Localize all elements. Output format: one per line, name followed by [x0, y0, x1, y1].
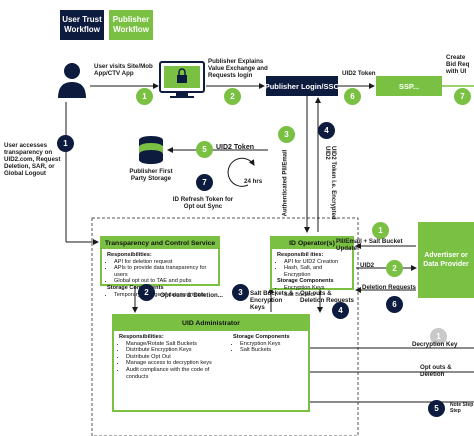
- refresh-token-label: ID Refresh Token for Opt out Sync: [172, 196, 234, 210]
- uid2-flow-label: UID2: [360, 262, 375, 269]
- decryption-key-label: Decryption Key: [412, 341, 458, 348]
- step-5-note: 5: [428, 400, 445, 417]
- step-4-vertical: 4: [318, 122, 335, 139]
- optouts-deletion-right-label: Opt outs & Deletion: [420, 364, 452, 378]
- legend-publisher-label: Publisher Workflow: [112, 15, 150, 34]
- step-6-top: 6: [344, 88, 361, 105]
- uid2-token-top-label: UID2 Token: [342, 70, 376, 77]
- transparency-resp-head: Responsibilities:: [107, 252, 152, 258]
- list-item: Salt Buckets: [284, 292, 347, 299]
- note-label: Note Step Step: [450, 402, 474, 414]
- step-1-advertiser: 1: [372, 222, 389, 239]
- list-item: APIs to provide data transparency for us…: [114, 265, 213, 278]
- list-item: Global opt out to TAE and pubs: [114, 278, 213, 285]
- publisher-login-node: Publisher Login/SSO: [266, 76, 338, 96]
- storage-label: Publisher First Party Storage: [129, 168, 173, 182]
- admin-resp-col: Responsibilities: Manage/Rotate Salt Buc…: [119, 334, 227, 380]
- step-3-vertical: 3: [278, 126, 295, 143]
- list-item: Manage access to decryption keys: [126, 360, 227, 367]
- publisher-login-label: Publisher Login/SSO: [266, 81, 338, 91]
- advertiser-node: Advertiser or Data Provider: [418, 222, 474, 298]
- monitor-lock-icon: [159, 61, 205, 98]
- admin-body: Responsibilities: Manage/Rotate Salt Buc…: [114, 331, 308, 383]
- step-1-user: 1: [57, 135, 74, 152]
- admin-resp-head: Responsibilities:: [119, 334, 164, 340]
- transparency-resp-list: API for deletion request APIs to provide…: [107, 259, 213, 285]
- optouts-deletion-label: Opt outs & Deletion...: [160, 292, 223, 299]
- transparency-storage-list: Temporary storage of data segments: [107, 292, 213, 299]
- operator-title: ID Operator(s): [272, 238, 352, 249]
- transparency-service-box: Transparency and Control Service Respons…: [100, 236, 220, 298]
- step-7-top: 7: [454, 88, 471, 105]
- list-item: API for deletion request: [114, 259, 213, 266]
- ssp-label: SSP...: [398, 81, 420, 91]
- transparency-body: Responsibilities: API for deletion reque…: [102, 249, 218, 301]
- operator-body: Responsibil ities: API for UID2 Creation…: [272, 249, 352, 301]
- list-item: Temporary storage of data segments: [114, 292, 213, 299]
- deletion-requests-label: Deletion Requests: [362, 284, 416, 291]
- step-1-top: 1: [136, 88, 153, 105]
- operator-resp-list: API for UID2 Creation Hash, Salt, and En…: [277, 259, 347, 279]
- uid-administrator-box: UID Administrator Responsibilities: Mana…: [112, 314, 310, 412]
- step-6-advertiser: 6: [386, 296, 403, 313]
- step-3-admin-flow: 3: [232, 284, 249, 301]
- list-item: Manage/Rotate Salt Buckets: [126, 341, 227, 348]
- step-4-admin-flow: 4: [332, 302, 349, 319]
- id-operator-box: ID Operator(s) Responsibil ities: API fo…: [270, 236, 354, 298]
- list-item: Distribute Encryption Keys: [126, 347, 227, 354]
- step-2-top: 2: [224, 88, 241, 105]
- list-item: Distribute Opt Out: [126, 354, 227, 361]
- operator-resp-head: Responsibil ities:: [277, 252, 324, 258]
- storage-uid2-token-label: UID2 Token: [216, 144, 254, 151]
- transparency-title: Transparency and Control Service: [102, 238, 218, 249]
- user-access-label: User accesses transparency on UID2.com, …: [4, 142, 61, 177]
- step-5-storage: 5: [196, 141, 213, 158]
- operator-storage-list: Encryption Keys Salt Buckets: [277, 285, 347, 298]
- transparency-storage-head: Storage Components: [107, 284, 164, 291]
- optouts-deletion-req-label: Opt outs & Deletion Requests: [300, 290, 354, 304]
- uid2-encrypted-label: UID2 Token i.e. Encrypted UID2: [324, 146, 336, 220]
- step-2-advertiser: 2: [386, 260, 403, 277]
- authenticated-label: Authenticated PII/Email: [282, 149, 289, 217]
- admin-storage-head: Storage Components: [233, 334, 290, 340]
- pii-email-label: PII/Email + Salt Bucket Update: [336, 238, 403, 252]
- user-icon: [58, 63, 86, 98]
- publisher-explains-label: Publisher Explains Value Exchange and Re…: [208, 58, 268, 79]
- operator-storage-head: Storage Components: [277, 278, 334, 285]
- admin-storage-col: Storage Components Encryption Keys Salt …: [233, 334, 303, 380]
- admin-storage-list: Encryption Keys Salt Buckets: [233, 341, 303, 354]
- system-boundary: [91, 217, 359, 436]
- user-visits-label: User visits Site/Mob App/CTV App: [94, 63, 153, 77]
- list-item: Audit compliance with the code of conduc…: [126, 367, 227, 380]
- salt-buckets-label: Salt Buckets & Encryption Keys: [250, 290, 294, 311]
- storage-database-icon: [139, 136, 163, 164]
- creates-bid-label: Create Bid Req with UI: [446, 54, 470, 75]
- list-item: Salt Buckets: [240, 347, 303, 354]
- legend-user-trust-label: User Trust Workflow: [62, 15, 102, 34]
- step-7-storage: 7: [196, 174, 213, 191]
- legend-publisher: Publisher Workflow: [109, 10, 153, 40]
- admin-title: UID Administrator: [114, 316, 308, 331]
- list-item: Encryption Keys: [240, 341, 303, 348]
- hrs-label: 24 hrs: [244, 178, 263, 185]
- advertiser-label: Advertiser or Data Provider: [423, 252, 469, 268]
- admin-resp-list: Manage/Rotate Salt Buckets Distribute En…: [119, 341, 227, 381]
- legend-user-trust: User Trust Workflow: [60, 10, 104, 40]
- ssp-node: SSP...: [376, 76, 442, 96]
- step-2-admin-flow: 2: [138, 284, 155, 301]
- step-1-decryption: 1: [430, 328, 447, 345]
- list-item: Encryption Keys: [284, 285, 347, 292]
- list-item: API for UID2 Creation: [284, 259, 347, 266]
- list-item: Hash, Salt, and Encryption: [284, 265, 347, 278]
